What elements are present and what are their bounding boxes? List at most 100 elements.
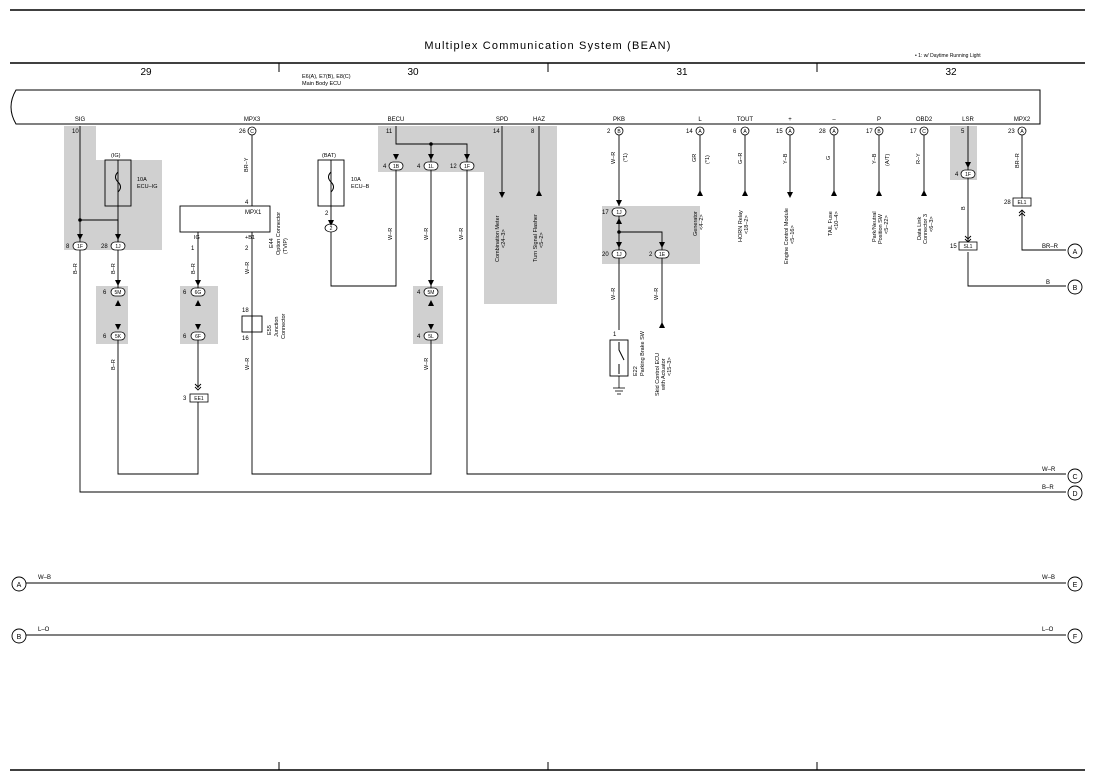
svg-text:P: P bbox=[877, 117, 881, 123]
mpx1-label: MPX1 bbox=[245, 210, 262, 216]
fuse-ecu-b bbox=[317, 159, 345, 207]
svg-text:4: 4 bbox=[417, 290, 421, 296]
svg-text:2: 2 bbox=[245, 246, 249, 252]
svg-text:17: 17 bbox=[866, 129, 873, 135]
mpx1-b1-label: +B1 bbox=[245, 235, 255, 241]
fuse-bat-top-label: (BAT) bbox=[322, 153, 336, 159]
svg-text:B: B bbox=[17, 634, 22, 641]
e22-name: Parking Brake SW bbox=[640, 330, 646, 376]
svg-text:A: A bbox=[832, 129, 836, 135]
svg-text:B: B bbox=[877, 129, 881, 135]
svg-text:B: B bbox=[617, 129, 621, 135]
svg-text:11: 11 bbox=[386, 129, 393, 135]
svg-text:SL1: SL1 bbox=[964, 244, 973, 250]
svg-text:28: 28 bbox=[101, 244, 108, 250]
svg-text:W–R: W–R bbox=[424, 358, 430, 370]
svg-text:B: B bbox=[1073, 285, 1078, 292]
svg-text:Combination Meter: Combination Meter bbox=[495, 215, 501, 262]
svg-text:28: 28 bbox=[819, 129, 826, 135]
fuse-bat-amp-label: 10A bbox=[351, 177, 361, 183]
svg-text:5: 5 bbox=[961, 129, 965, 135]
svg-text:HAZ: HAZ bbox=[533, 117, 545, 123]
svg-text:<5–16>: <5–16> bbox=[790, 225, 796, 244]
section-number-32: 32 bbox=[945, 67, 957, 78]
svg-text:Connector 3: Connector 3 bbox=[923, 214, 929, 244]
e55-label: E55 bbox=[267, 325, 273, 335]
svg-text:17: 17 bbox=[602, 210, 609, 216]
svg-text:8: 8 bbox=[66, 244, 70, 250]
svg-text:6: 6 bbox=[183, 290, 187, 296]
svg-text:W–R: W–R bbox=[611, 152, 617, 164]
e44-tvip: (TVIP) bbox=[283, 238, 289, 254]
fuse-ecu-ig-icon bbox=[115, 171, 121, 193]
fuse-bat-name-label: ECU–B bbox=[351, 184, 370, 190]
svg-text:W–R: W–R bbox=[245, 262, 251, 274]
svg-text:2: 2 bbox=[649, 252, 653, 258]
svg-text:L: L bbox=[698, 117, 702, 123]
svg-text:1F: 1F bbox=[965, 172, 971, 178]
svg-text:10: 10 bbox=[72, 129, 79, 135]
svg-text:8: 8 bbox=[531, 129, 535, 135]
section-number-29: 29 bbox=[140, 67, 152, 78]
svg-text:15: 15 bbox=[776, 129, 783, 135]
svg-text:<4–2>: <4–2> bbox=[699, 214, 705, 230]
svg-text:B–R: B–R bbox=[73, 263, 79, 274]
svg-text:B–R: B–R bbox=[1042, 485, 1054, 491]
svg-text:BR–Y: BR–Y bbox=[244, 157, 250, 172]
svg-text:B: B bbox=[1046, 280, 1050, 286]
footnote: • 1: w/ Daytime Running Light bbox=[915, 53, 981, 59]
svg-text:<18–2>: <18–2> bbox=[744, 215, 750, 234]
ecu-pin-numbers: 10 26 11 14 8 2 14 6 15 28 17 17 5 23 bbox=[72, 129, 1015, 135]
arrowheads bbox=[77, 154, 971, 330]
e55-name2: Connector bbox=[281, 313, 287, 339]
mpx1-option-connector bbox=[179, 205, 271, 233]
svg-text:HORN Relay: HORN Relay bbox=[738, 210, 744, 242]
svg-text:Skid Control ECU: Skid Control ECU bbox=[655, 353, 661, 396]
svg-text:1J: 1J bbox=[616, 252, 622, 258]
svg-text:26: 26 bbox=[239, 129, 246, 135]
svg-text:Position SW: Position SW bbox=[878, 213, 884, 244]
svg-text:W–R: W–R bbox=[388, 228, 394, 240]
svg-text:B–R: B–R bbox=[111, 359, 117, 370]
svg-text:L–O: L–O bbox=[38, 627, 50, 633]
link-circle-letters: A B C D A E B F bbox=[17, 249, 1078, 641]
svg-text:–: – bbox=[832, 117, 836, 123]
svg-text:Park/Neutral: Park/Neutral bbox=[872, 211, 878, 242]
svg-text:2: 2 bbox=[330, 226, 333, 232]
svg-text:6G: 6G bbox=[195, 290, 202, 296]
svg-text:B–R: B–R bbox=[111, 263, 117, 274]
svg-text:W–B: W–B bbox=[1042, 575, 1055, 581]
svg-text:G: G bbox=[826, 156, 832, 160]
ecu-pin-letters: C B A A A A B C A bbox=[250, 129, 1024, 135]
svg-text:<5–2>: <5–2> bbox=[539, 232, 545, 248]
svg-text:4: 4 bbox=[955, 172, 959, 178]
svg-text:15: 15 bbox=[950, 244, 957, 250]
svg-text:<6–3>: <6–3> bbox=[929, 216, 935, 232]
svg-text:C: C bbox=[250, 129, 254, 135]
svg-text:A: A bbox=[17, 582, 22, 589]
svg-text:A: A bbox=[788, 129, 792, 135]
svg-text:A: A bbox=[698, 129, 702, 135]
svg-text:6: 6 bbox=[183, 334, 187, 340]
svg-text:23: 23 bbox=[1008, 129, 1015, 135]
svg-text:W–R: W–R bbox=[245, 358, 251, 370]
mpx1-ig-label: IG bbox=[194, 235, 200, 241]
svg-text:16: 16 bbox=[242, 336, 249, 342]
svg-text:3: 3 bbox=[183, 396, 187, 402]
svg-text:2: 2 bbox=[607, 129, 611, 135]
svg-text:B–R: B–R bbox=[191, 263, 197, 274]
right-link-labels: BR–R B W–R B–R W–B W–B L–O L–O bbox=[38, 244, 1059, 633]
svg-text:5L: 5L bbox=[428, 334, 434, 340]
svg-text:4: 4 bbox=[245, 200, 249, 206]
svg-text:1F: 1F bbox=[77, 244, 83, 250]
svg-text:TOUT: TOUT bbox=[737, 117, 754, 123]
svg-text:Turn Signal Flasher: Turn Signal Flasher bbox=[533, 214, 539, 262]
svg-text:C: C bbox=[922, 129, 926, 135]
svg-text:1E: 1E bbox=[659, 252, 666, 258]
svg-text:1F: 1F bbox=[464, 164, 470, 170]
svg-text:B: B bbox=[961, 206, 967, 210]
svg-text:(A/T): (A/T) bbox=[885, 154, 891, 166]
ecu-terminal-names: SIG MPX3 BECU SPD HAZ PKB L TOUT + – P O… bbox=[75, 117, 1031, 123]
svg-text:<15–3>: <15–3> bbox=[667, 357, 673, 376]
destination-labels: Combination Meter <24–3> Turn Signal Fla… bbox=[495, 208, 935, 396]
